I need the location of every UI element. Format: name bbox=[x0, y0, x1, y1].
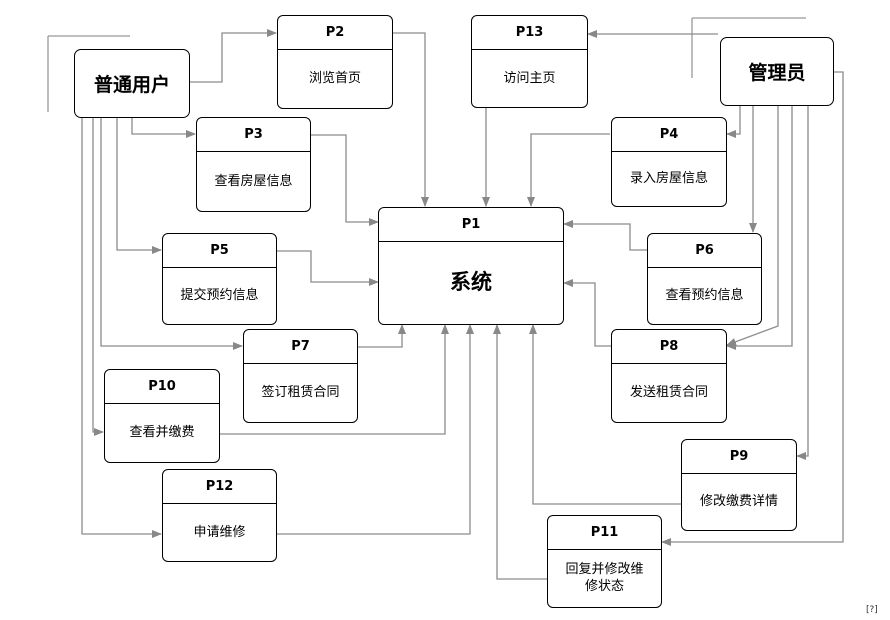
process-p11[interactable]: P11 回复并修改维修状态 bbox=[547, 515, 662, 608]
edge-user-p10 bbox=[92, 118, 104, 436]
process-p8-label: 发送租赁合同 bbox=[629, 385, 708, 400]
process-p10-label: 查看并缴费 bbox=[129, 425, 195, 440]
process-p12-id: P12 bbox=[163, 470, 276, 504]
process-p2-id: P2 bbox=[278, 16, 392, 50]
edge-p9-p1 bbox=[529, 324, 681, 505]
process-p8[interactable]: P8 发送租赁合同 bbox=[611, 329, 727, 423]
process-p3[interactable]: P3 查看房屋信息 bbox=[196, 117, 311, 212]
process-p9[interactable]: P9 修改缴费详情 bbox=[681, 439, 797, 531]
process-p13[interactable]: P13 访问主页 bbox=[471, 15, 588, 108]
process-p7-id: P7 bbox=[244, 330, 357, 364]
process-p9-id: P9 bbox=[682, 440, 796, 474]
edge-admin-p9 bbox=[796, 106, 809, 460]
process-p12-label: 申请维修 bbox=[193, 524, 246, 540]
process-p8-id: P8 bbox=[612, 330, 726, 364]
process-p6-label: 查看预约信息 bbox=[665, 288, 744, 303]
edge-user-p5 bbox=[116, 118, 162, 254]
process-p6[interactable]: P6 查看预约信息 bbox=[647, 233, 762, 325]
edge-user-p7 bbox=[100, 118, 243, 350]
edge-admin-p11 bbox=[661, 71, 844, 546]
process-p2[interactable]: P2 浏览首页 bbox=[277, 15, 393, 109]
process-p3-id: P3 bbox=[197, 118, 310, 152]
edge-p5-p1 bbox=[277, 250, 379, 286]
edge-p7-p1 bbox=[358, 324, 406, 348]
edge-admin-p8 bbox=[726, 106, 779, 346]
process-p4-id: P4 bbox=[612, 118, 726, 152]
process-p4[interactable]: P4 录入房屋信息 bbox=[611, 117, 727, 207]
edge-p10-p1 bbox=[220, 324, 449, 435]
process-p4-label: 录入房屋信息 bbox=[629, 171, 708, 186]
edge-admin-p4 bbox=[726, 106, 741, 138]
edge-p3-p1 bbox=[311, 134, 379, 226]
process-p10-id: P10 bbox=[105, 370, 219, 404]
process-p11-label: 回复并修改维修状态 bbox=[565, 562, 644, 594]
process-p10[interactable]: P10 查看并缴费 bbox=[104, 369, 220, 463]
process-p12[interactable]: P12 申请维修 bbox=[162, 469, 277, 562]
process-p5[interactable]: P5 提交预约信息 bbox=[162, 233, 277, 325]
process-p7[interactable]: P7 签订租赁合同 bbox=[243, 329, 358, 423]
process-p1-id: P1 bbox=[379, 208, 563, 242]
edge-p2-p1 bbox=[393, 32, 429, 207]
process-p5-id: P5 bbox=[163, 234, 276, 268]
actor-user[interactable]: 普通用户 bbox=[74, 49, 190, 118]
edge-user-p3 bbox=[131, 118, 196, 138]
process-p6-id: P6 bbox=[648, 234, 761, 268]
process-p11-id: P11 bbox=[548, 516, 661, 550]
edge-p8-p1 bbox=[563, 279, 611, 347]
process-p1-label: 系统 bbox=[450, 270, 492, 294]
process-p5-label: 提交预约信息 bbox=[180, 288, 259, 303]
edge-p4-p1 bbox=[527, 133, 610, 207]
process-p13-id: P13 bbox=[472, 16, 587, 50]
corner-mark: [?] bbox=[866, 605, 878, 615]
actor-admin[interactable]: 管理员 bbox=[720, 37, 834, 106]
edge-p11-p1 bbox=[493, 324, 547, 580]
edge-p6-p1 bbox=[563, 220, 647, 251]
edge-p12-p1 bbox=[277, 324, 474, 535]
process-p13-label: 访问主页 bbox=[503, 70, 556, 86]
actor-admin-label: 管理员 bbox=[748, 62, 806, 84]
actor-user-label: 普通用户 bbox=[93, 74, 170, 96]
process-p9-label: 修改缴费详情 bbox=[699, 494, 778, 509]
process-p3-label: 查看房屋信息 bbox=[214, 173, 293, 189]
process-p2-label: 浏览首页 bbox=[308, 71, 361, 86]
edge-admin-p8-b bbox=[726, 106, 793, 350]
edge-user-p12 bbox=[81, 118, 162, 538]
process-p7-label: 签订租赁合同 bbox=[261, 385, 340, 400]
process-p1-system[interactable]: P1 系统 bbox=[378, 207, 564, 325]
edge-user-p2 bbox=[190, 29, 277, 83]
